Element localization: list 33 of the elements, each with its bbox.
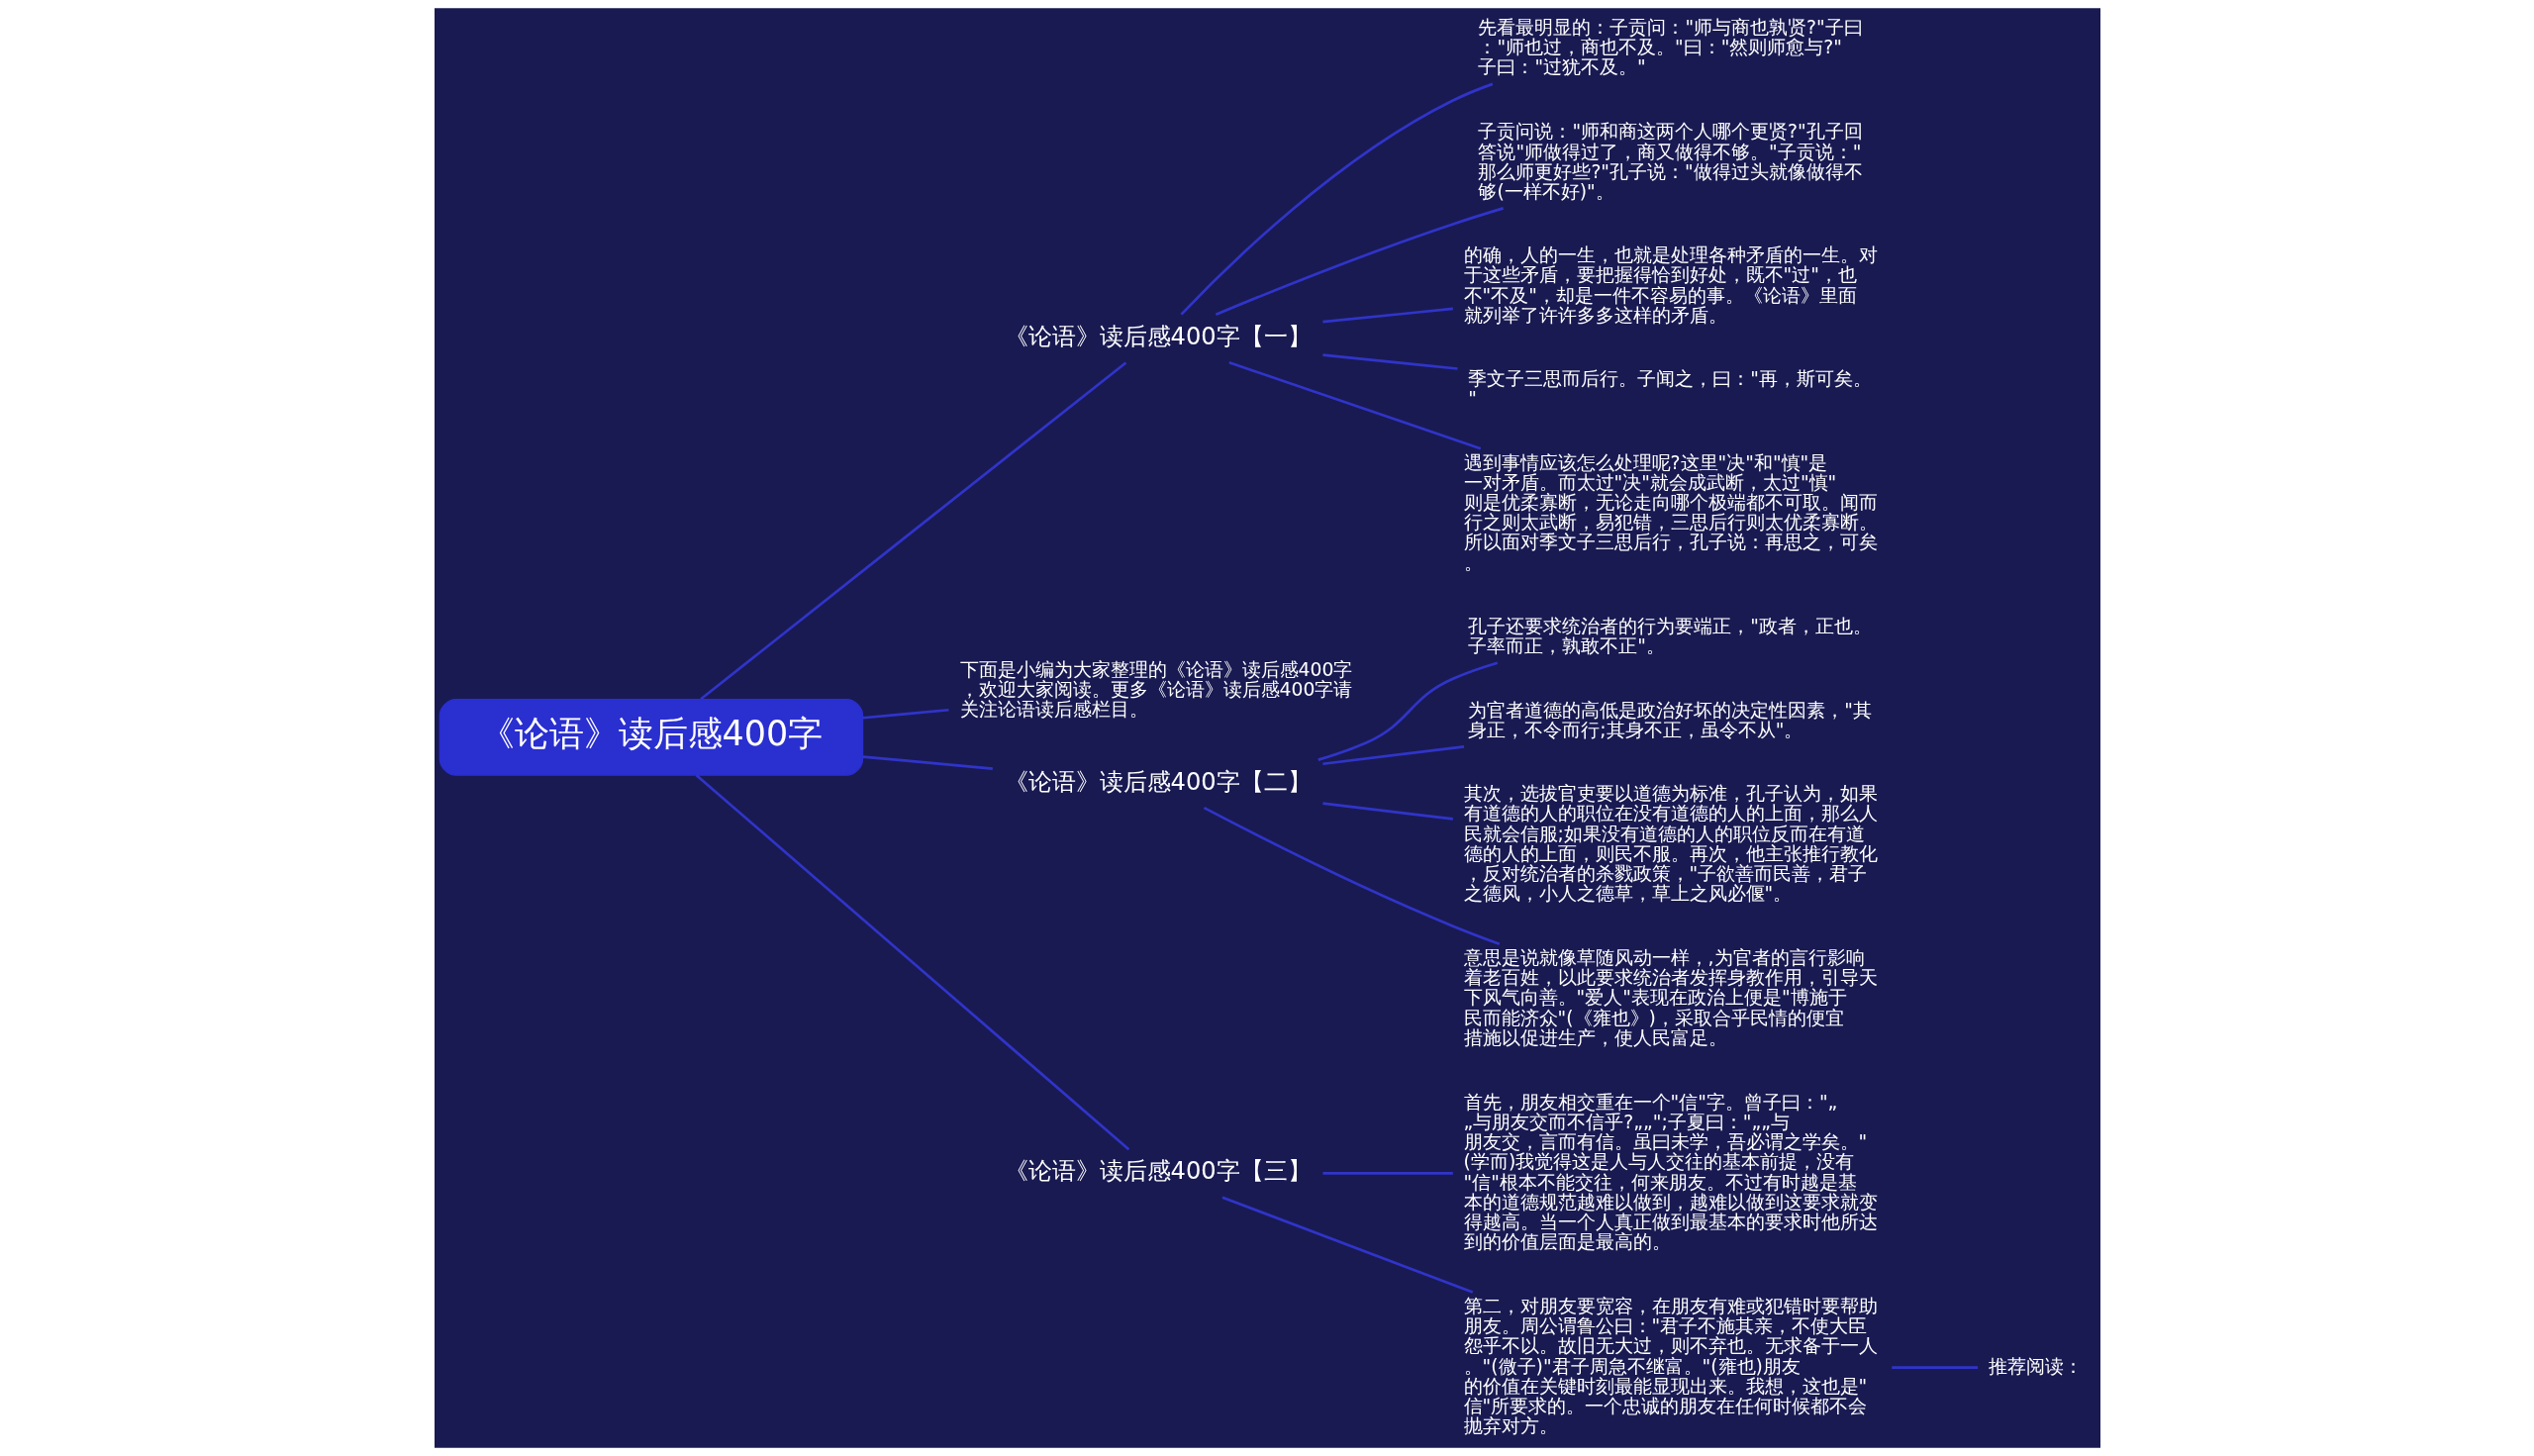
node-text: 推荐阅读： — [1988, 1355, 2083, 1377]
node-text: 《论语》读后感400字【三】 — [1004, 1157, 1312, 1186]
connector — [862, 755, 993, 770]
connector — [862, 708, 949, 720]
connector — [1891, 1366, 1978, 1369]
connector — [1321, 353, 1458, 370]
node-text: 子贡问说："师和商这两个人哪个更贤?"孔子回答说"师做得过了，商又做得不够。"子贡说："那么师更好些?"孔子说："做得过头就像做得不够(一样不好)"。 — [1477, 121, 1863, 202]
node-text: 《论语》读后感400字【一】 — [1004, 322, 1312, 350]
node-text: 意思是说就像草随风动一样，,为官者的言行影响着老百姓，以此要求统治者发挥身教作用，引导天下风气向善。"爱人"表现在政治上便是"博施于民而能济众"(《雍也》)，采取合乎民情的便宜措施以促进生产，使人民富足。 — [1463, 947, 1878, 1048]
connector — [1316, 661, 1498, 761]
node-text: 《论语》读后感400字【二】 — [1004, 767, 1312, 796]
connector — [695, 774, 1129, 1151]
connector — [1220, 1196, 1473, 1294]
connector — [1179, 82, 1493, 316]
node-text: 先看最明显的：子贡问："师与商也孰贤?"子曰："师也过，商也不及。"曰："然则师愈与?"子曰："过犹不及。" — [1477, 16, 1863, 78]
node-text: 其次，选拔官吏要以道德为标准，孔子认为，如果有道德的人的职位在没有道德的人的上面，那么人民就会信服;如果没有道德的人的职位反而在有道德的人的上面，则民不服。再次，他主张推行教化，反对统治者的杀戮政策，"子欲善而民善，君子之德风，小人之德草，草上之风必偃"。 — [1463, 783, 1878, 905]
connector — [1203, 806, 1500, 945]
connector — [1227, 360, 1481, 450]
node-text: 为官者道德的高低是政治好坏的决定性因素，"其身正，不令而行;其身不正，虽令不从"。 — [1467, 699, 1872, 740]
node-box: 《论语》读后感400字 — [439, 698, 863, 776]
connector — [1321, 1172, 1453, 1175]
connector — [1321, 307, 1453, 324]
node-text: 第二，对朋友要宽容，在朋友有难或犯错时要帮助朋友。周公谓鲁公曰："君子不施其亲，不使大臣怨乎不以。故旧无大过，则不弃也。无求备于一人。"(微子)"君子周急不继富。"(雍也)朋友的价值在关键时刻最能显现出来。我想，这也是"信"所要求的。一个忠诚的朋友在任何时候都不会抛弃对方。 — [1463, 1296, 1878, 1436]
node-text: 首先，朋友相交重在一个"信"字。曾子曰："„„与朋友交而不信乎?„„";子夏曰："„„与朋友交，言而有信。虽曰未学，吾必谓之学矣。"(学而)我觉得这是人与人交往的基本前提，没有"信"根本不能交往，何来朋友。不过有时越是基本的道德规范越难以做到，越难以做到这要求就变得越高。当一个人真正做到最基本的要求时他所达到的价值层面是最高的。 — [1463, 1091, 1878, 1252]
node-text: 的确，人的一生，也就是处理各种矛盾的一生。对于这些矛盾，要把握得恰到好处，既不"过"，也不"不及"，却是一件不容易的事。《论语》里面就列举了许许多多这样的矛盾。 — [1463, 244, 1878, 326]
node-text: 孔子还要求统治者的行为要端正，"政者，正也。子率而正，孰敢不正"。 — [1467, 616, 1872, 657]
node-text: 下面是小编为大家整理的《论语》读后感400字，欢迎大家阅读。更多《论语》读后感400字请关注论语读后感栏目。 — [959, 658, 1352, 721]
connector — [1321, 745, 1464, 766]
node-text: 遇到事情应该怎么处理呢?这里"决"和"慎"是一对矛盾。而太过"决"就会成武断，太过"慎"则是优柔寡断，无论走向哪个极端都不可取。闻而行之则太武断，易犯错，三思后行则太优柔寡断。所以面对季文子三思后行，孔子说：再思之，可矣。 — [1463, 451, 1878, 573]
connector — [1321, 802, 1453, 821]
connector — [1215, 207, 1504, 316]
node-text: 季文子三思而后行。子闻之，曰："再，斯可矣。" — [1467, 368, 1872, 410]
connector — [699, 361, 1126, 701]
